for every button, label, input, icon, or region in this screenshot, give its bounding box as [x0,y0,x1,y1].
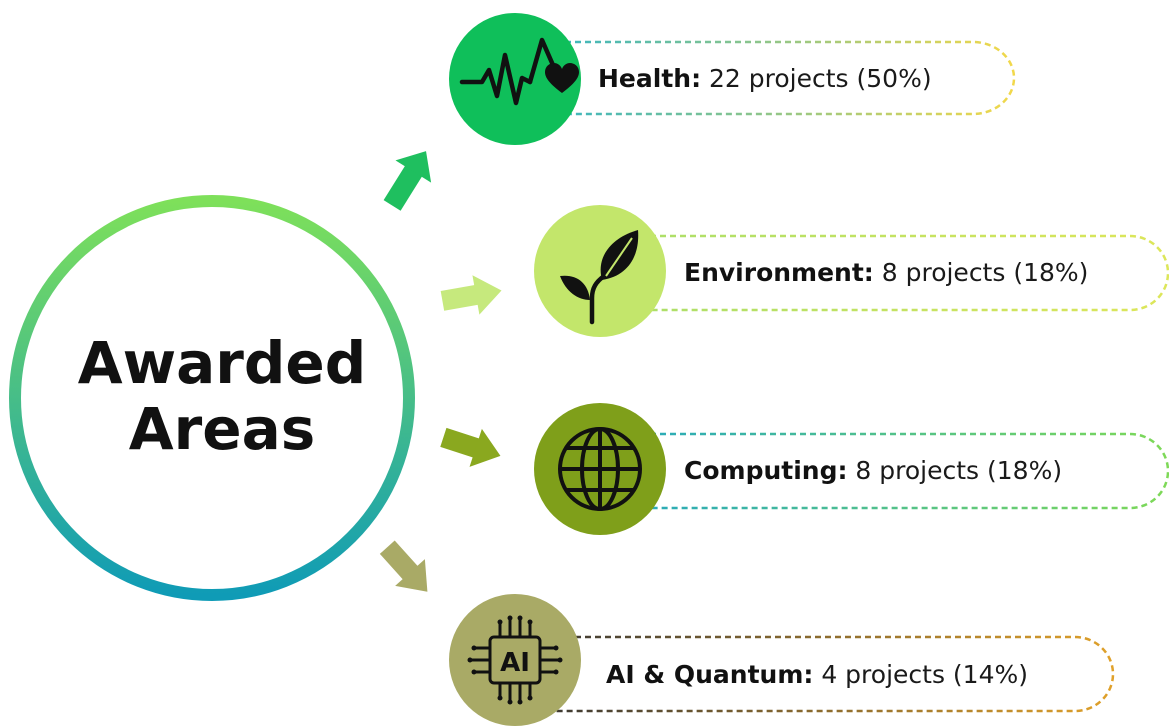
center-title: Awarded Areas [32,330,412,462]
ai-chip-icon: AI [472,620,558,700]
plant-leaf-icon [560,230,639,325]
computing-connector [600,432,1169,510]
environment-stat: 8 projects (18%) [873,258,1089,287]
arrow-to-environment [440,275,502,315]
health-circle [449,13,581,145]
health-connector [515,40,1016,116]
ai-quantum-label: AI & Quantum: 4 projects (14%) [606,660,1028,689]
computing-name: Computing: [684,456,848,485]
svg-text:AI: AI [500,648,530,678]
computing-stat: 8 projects (18%) [847,456,1063,485]
heartbeat-heart-icon [459,37,579,106]
arrow-to-computing [440,427,501,467]
arrow-to-health [383,151,432,211]
health-name: Health: [598,64,702,93]
health-stat: 22 projects (50%) [701,64,932,93]
center-ring [9,195,415,601]
ai-quantum-stat: 4 projects (14%) [813,660,1028,689]
environment-connector [600,234,1169,312]
globe-icon [558,427,642,511]
ai-quantum-name: AI & Quantum: [606,660,814,689]
center-title-line2: Areas [128,395,316,463]
health-label: Health: 22 projects (50%) [598,64,932,93]
environment-name: Environment: [684,258,874,287]
computing-label: Computing: 8 projects (18%) [684,456,1062,485]
environment-label: Environment: 8 projects (18%) [684,258,1088,287]
arrow-to-ai-quantum [379,540,428,592]
environment-circle [534,205,666,337]
center-title-line1: Awarded [77,329,367,397]
ai-quantum-connector [515,635,1115,713]
